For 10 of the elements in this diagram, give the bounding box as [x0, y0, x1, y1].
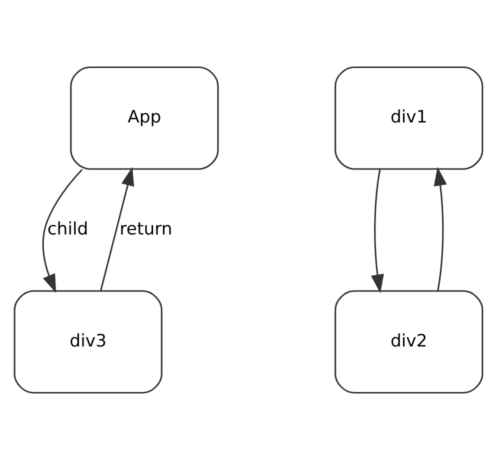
node-box: div2: [334, 290, 484, 394]
arrow: [100, 166, 134, 291]
node-box: div3: [14, 290, 162, 394]
arrow: [434, 166, 447, 291]
arrow: [370, 168, 384, 293]
edge-label: child: [47, 218, 88, 239]
node-box: div1: [334, 66, 484, 170]
edge-label: return: [120, 218, 172, 239]
arrow: [42, 168, 83, 293]
node-box: App: [70, 66, 219, 170]
